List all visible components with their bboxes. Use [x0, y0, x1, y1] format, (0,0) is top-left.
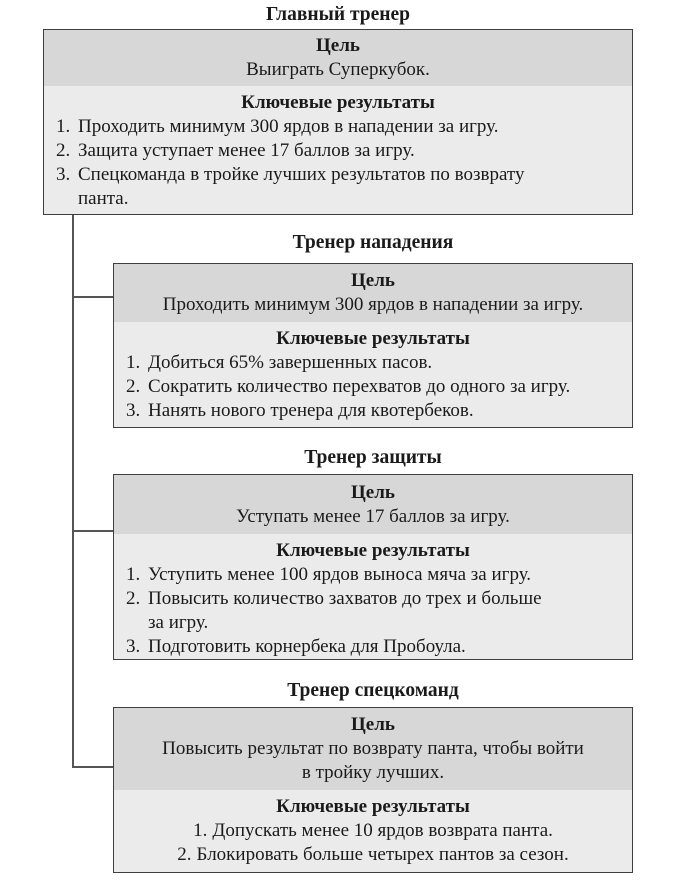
objective-text: Уступать менее 17 баллов за игру.: [236, 505, 510, 527]
key-results-section: Ключевые результаты 1. Допускать менее 1…: [114, 790, 632, 872]
key-result-number: 3.: [56, 164, 71, 185]
okr-box-special-teams-coach: Цель Повысить результат по возврату пант…: [113, 707, 633, 873]
key-results-list: 1. Уступить менее 100 ярдов выноса мяча …: [114, 563, 632, 659]
objective-label: Цель: [351, 481, 395, 503]
key-result-number: 3.: [126, 636, 141, 657]
connector-branch-special-teams: [72, 766, 113, 768]
key-result-item: 1. Проходить минимум 300 ярдов в нападен…: [56, 115, 618, 139]
key-result-item: 2. Повысить количество захватов до трех …: [126, 587, 618, 635]
key-result-item: 2. Сократить количество перехватов до од…: [126, 375, 618, 399]
key-result-number: 2.: [126, 376, 141, 397]
key-result-text: Добиться 65% завершенных пасов.: [148, 352, 433, 373]
key-result-text: Сократить количество перехватов до одног…: [148, 376, 571, 397]
key-result-number: 3.: [126, 400, 141, 421]
key-results-list: 1. Допускать менее 10 ярдов возврата пан…: [114, 819, 632, 867]
objective-text: Проходить минимум 300 ярдов в нападении …: [162, 294, 584, 315]
okr-box-offense-coach: Цель Проходить минимум 300 ярдов в напад…: [113, 263, 633, 428]
objective-section: Цель Выиграть Суперкубок.: [44, 30, 632, 86]
key-result-item: 3. Подготовить корнербека для Пробоула.: [126, 635, 618, 659]
key-result-number: 2.: [177, 844, 192, 865]
key-result-item: 1. Уступить менее 100 ярдов выноса мяча …: [126, 563, 618, 587]
key-result-item: 2. Блокировать больше четырех пантов за …: [124, 843, 622, 867]
key-result-item: 3. Спецкоманда в тройке лучших результат…: [56, 163, 618, 211]
objective-section: Цель Уступать менее 17 баллов за игру.: [114, 475, 632, 534]
objective-label: Цель: [351, 270, 395, 291]
key-result-number: 1.: [126, 352, 141, 373]
key-result-number: 2.: [56, 140, 71, 161]
key-result-number: 1.: [193, 820, 208, 841]
objective-text: Повысить результат по возврату панта, чт…: [162, 738, 584, 783]
key-result-text: Нанять нового тренера для квотербеков.: [148, 400, 474, 421]
key-result-number: 1.: [56, 116, 71, 137]
key-result-text: Уступить менее 100 ярдов выноса мяча за …: [148, 564, 532, 585]
objective-label: Цель: [316, 35, 360, 56]
key-results-label: Ключевые результаты: [276, 796, 470, 817]
node-title-special-teams-coach: Тренер спецкоманд: [287, 680, 459, 701]
key-result-item: 1. Добиться 65% завершенных пасов.: [126, 351, 618, 375]
objective-label: Цель: [351, 714, 395, 735]
key-results-label: Ключевые результаты: [276, 328, 470, 349]
key-result-text: Защита уступает менее 17 баллов за игру.: [78, 140, 415, 161]
key-result-text: Допускать менее 10 ярдов возврата панта.: [212, 820, 553, 841]
key-results-label: Ключевые результаты: [276, 540, 470, 561]
key-result-item: 1. Допускать менее 10 ярдов возврата пан…: [124, 819, 622, 843]
key-result-item: 2. Защита уступает менее 17 баллов за иг…: [56, 139, 618, 163]
key-result-number: 2.: [126, 588, 141, 609]
key-result-text: Блокировать больше четырех пантов за сез…: [196, 844, 569, 865]
key-results-label: Ключевые результаты: [241, 92, 435, 113]
key-results-section: Ключевые результаты 1. Добиться 65% заве…: [114, 322, 632, 427]
key-results-list: 1. Проходить минимум 300 ярдов в нападен…: [44, 115, 632, 211]
key-result-text: Повысить количество захватов до трех и б…: [148, 588, 542, 633]
connector-branch-defense: [72, 530, 113, 532]
key-result-text: Проходить минимум 300 ярдов в нападении …: [78, 116, 499, 137]
key-result-text: Спецкоманда в тройке лучших результатов …: [78, 164, 525, 209]
node-title-head-coach: Главный тренер: [265, 4, 411, 25]
key-result-item: 3. Нанять нового тренера для квотербеков…: [126, 399, 618, 423]
okr-box-defense-coach: Цель Уступать менее 17 баллов за игру. К…: [113, 474, 633, 660]
key-result-text: Подготовить корнербека для Пробоула.: [148, 636, 466, 657]
key-results-section: Ключевые результаты 1. Проходить минимум…: [44, 86, 632, 214]
node-title-defense-coach: Тренер защиты: [304, 447, 442, 468]
key-results-section: Ключевые результаты 1. Уступить менее 10…: [114, 534, 632, 659]
connector-trunk-line: [72, 215, 74, 768]
objective-section: Цель Проходить минимум 300 ярдов в напад…: [114, 264, 632, 322]
objective-text: Выиграть Суперкубок.: [246, 59, 430, 80]
key-results-list: 1. Добиться 65% завершенных пасов. 2. Со…: [114, 351, 632, 423]
key-result-number: 1.: [126, 564, 141, 585]
node-title-offense-coach: Тренер нападения: [292, 232, 454, 253]
okr-box-head-coach: Цель Выиграть Суперкубок. Ключевые резул…: [43, 29, 633, 215]
connector-branch-offense: [72, 296, 113, 298]
objective-section: Цель Повысить результат по возврату пант…: [114, 708, 632, 790]
